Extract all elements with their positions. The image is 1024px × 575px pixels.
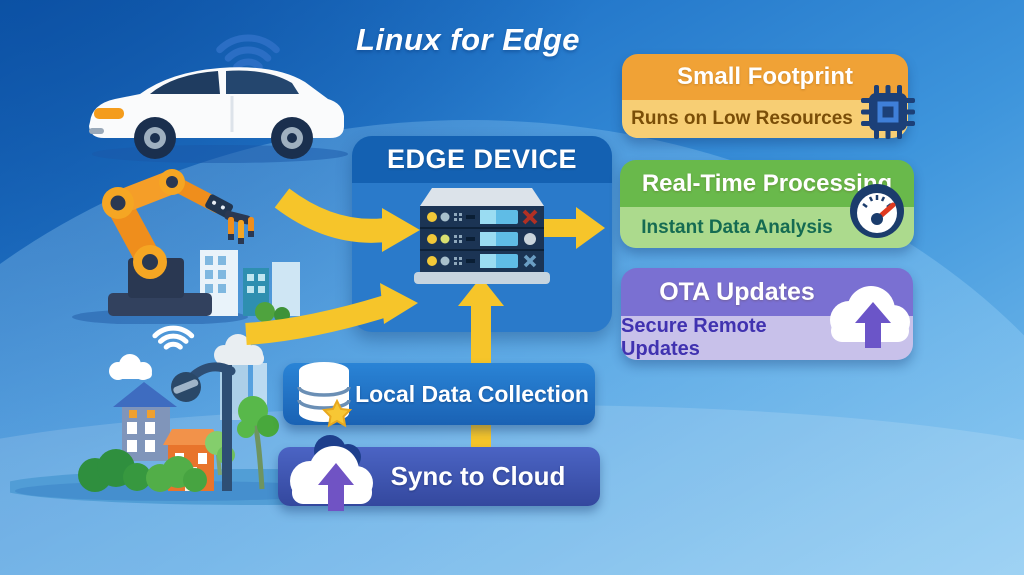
chip-icon — [861, 85, 915, 139]
wifi-icon — [216, 34, 280, 71]
edge-device-title: EDGE DEVICE — [352, 136, 612, 183]
database-star-icon — [297, 362, 353, 428]
connected-car-illustration — [89, 34, 348, 163]
robotic-arm-illustration — [72, 169, 300, 324]
feature-card-ota-updates: OTA Updates Secure Remote Updates — [621, 268, 913, 360]
feature-card-realtime-processing: Real-Time Processing Instant Data Analys… — [620, 160, 914, 248]
gauge-icon — [850, 184, 904, 238]
robot-gripper — [224, 210, 254, 244]
cloud-upload-icon — [830, 286, 910, 348]
factory-buildings — [200, 250, 300, 323]
wifi-icon — [152, 325, 195, 350]
feature-card-small-footprint: Small Footprint Runs on Low Resources — [622, 54, 915, 139]
cloud-icon — [109, 354, 152, 380]
house-blue — [113, 382, 177, 461]
sync-to-cloud-bar: Sync to Cloud — [278, 435, 600, 511]
server-rack-icon — [414, 188, 550, 284]
cloud-upload-icon — [290, 435, 373, 511]
cloud-gray-icon — [214, 334, 264, 365]
page-title: Linux for Edge — [356, 22, 580, 57]
local-data-collection-bar: Local Data Collection — [283, 362, 595, 428]
